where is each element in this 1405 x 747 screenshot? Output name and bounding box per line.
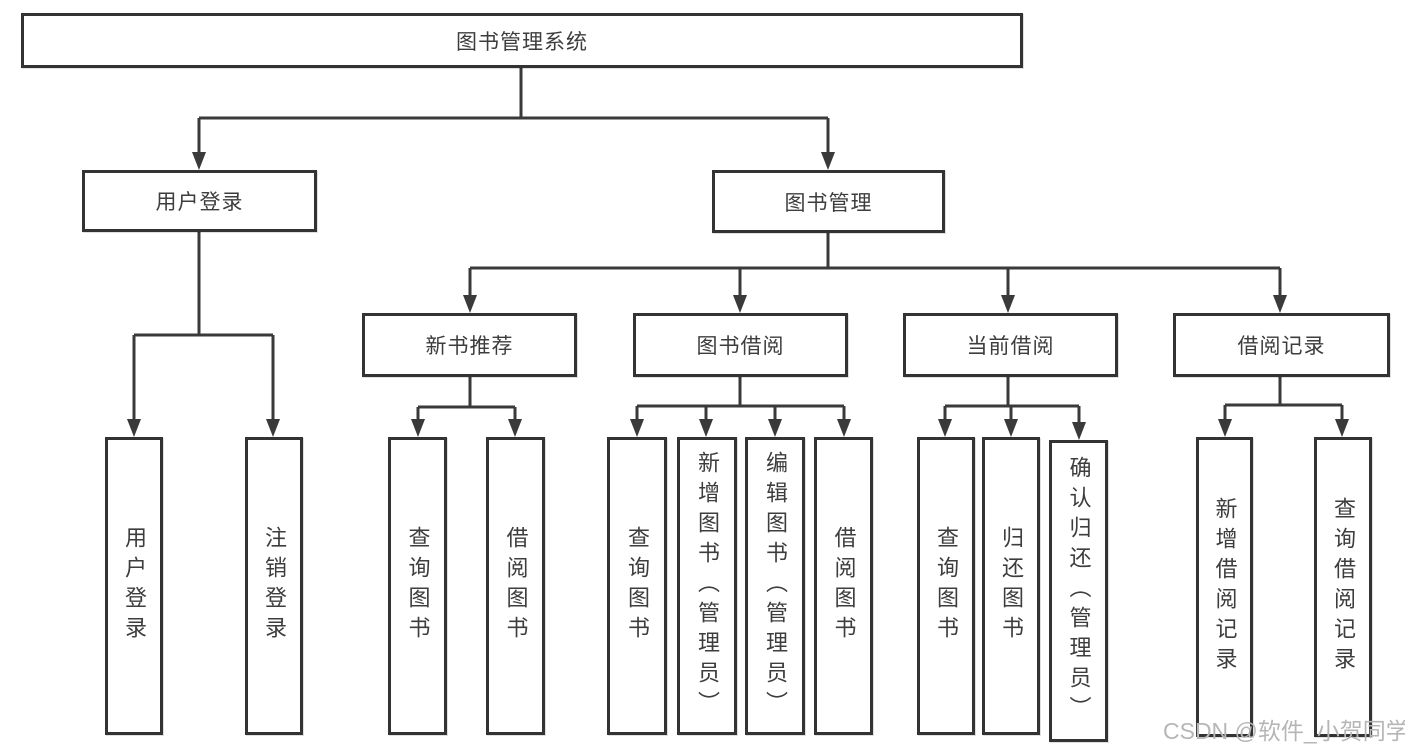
node-add-borrow-record: 新增借阅记录 bbox=[1196, 437, 1253, 737]
node-label: 借阅图书 bbox=[831, 526, 857, 646]
node-label: 借阅记录 bbox=[1237, 335, 1326, 358]
node-query-borrow-record: 查询借阅记录 bbox=[1314, 437, 1372, 737]
node-label: 查询图书 bbox=[405, 526, 431, 646]
node-label: 编辑图书（管理员） bbox=[763, 451, 788, 721]
node-label: 图书管理 bbox=[784, 191, 873, 215]
node-label: 查询图书 bbox=[934, 526, 959, 646]
node-label: 用户登录 bbox=[122, 526, 147, 646]
node-label: 图书借阅 bbox=[696, 335, 785, 358]
node-label: 新书推荐 bbox=[425, 335, 514, 358]
node-edit-books-admin: 编辑图书（管理员） bbox=[745, 437, 805, 735]
node-label: 图书管理系统 bbox=[456, 30, 588, 54]
node-borrow-books-1: 借阅图书 bbox=[486, 437, 545, 735]
node-label: 用户登录 bbox=[155, 191, 244, 214]
node-label: 归还图书 bbox=[999, 526, 1024, 646]
node-label: 借阅图书 bbox=[503, 526, 529, 646]
node-new-book-recommendation: 新书推荐 bbox=[362, 313, 577, 377]
node-confirm-return-admin: 确认归还（管理员） bbox=[1049, 440, 1108, 742]
node-label: 新增图书（管理员） bbox=[695, 451, 720, 721]
node-book-borrowing: 图书借阅 bbox=[633, 313, 848, 377]
node-logout-leaf: 注销登录 bbox=[245, 437, 303, 735]
node-book-management-branch: 图书管理 bbox=[712, 170, 945, 233]
node-query-books-3: 查询图书 bbox=[917, 437, 975, 735]
node-borrowing-records: 借阅记录 bbox=[1173, 313, 1390, 377]
node-label: 查询借阅记录 bbox=[1331, 497, 1356, 677]
node-user-login-leaf: 用户登录 bbox=[105, 437, 163, 735]
node-query-books-2: 查询图书 bbox=[607, 437, 667, 735]
node-library-management-system: 图书管理系统 bbox=[21, 13, 1023, 68]
node-label: 新增借阅记录 bbox=[1212, 497, 1238, 677]
node-add-books-admin: 新增图书（管理员） bbox=[677, 437, 737, 735]
node-query-books-1: 查询图书 bbox=[388, 437, 447, 735]
node-label: 注销登录 bbox=[262, 526, 287, 646]
node-label: 当前借阅 bbox=[966, 335, 1055, 358]
node-label: 查询图书 bbox=[625, 526, 650, 646]
node-label: 确认归还（管理员） bbox=[1066, 456, 1092, 726]
node-current-borrowing: 当前借阅 bbox=[903, 313, 1118, 377]
node-user-login-branch: 用户登录 bbox=[82, 170, 317, 232]
node-borrow-books-2: 借阅图书 bbox=[814, 437, 873, 735]
watermark: CSDN @软件_小贺同学 bbox=[1163, 718, 1405, 744]
node-return-books: 归还图书 bbox=[982, 437, 1040, 735]
